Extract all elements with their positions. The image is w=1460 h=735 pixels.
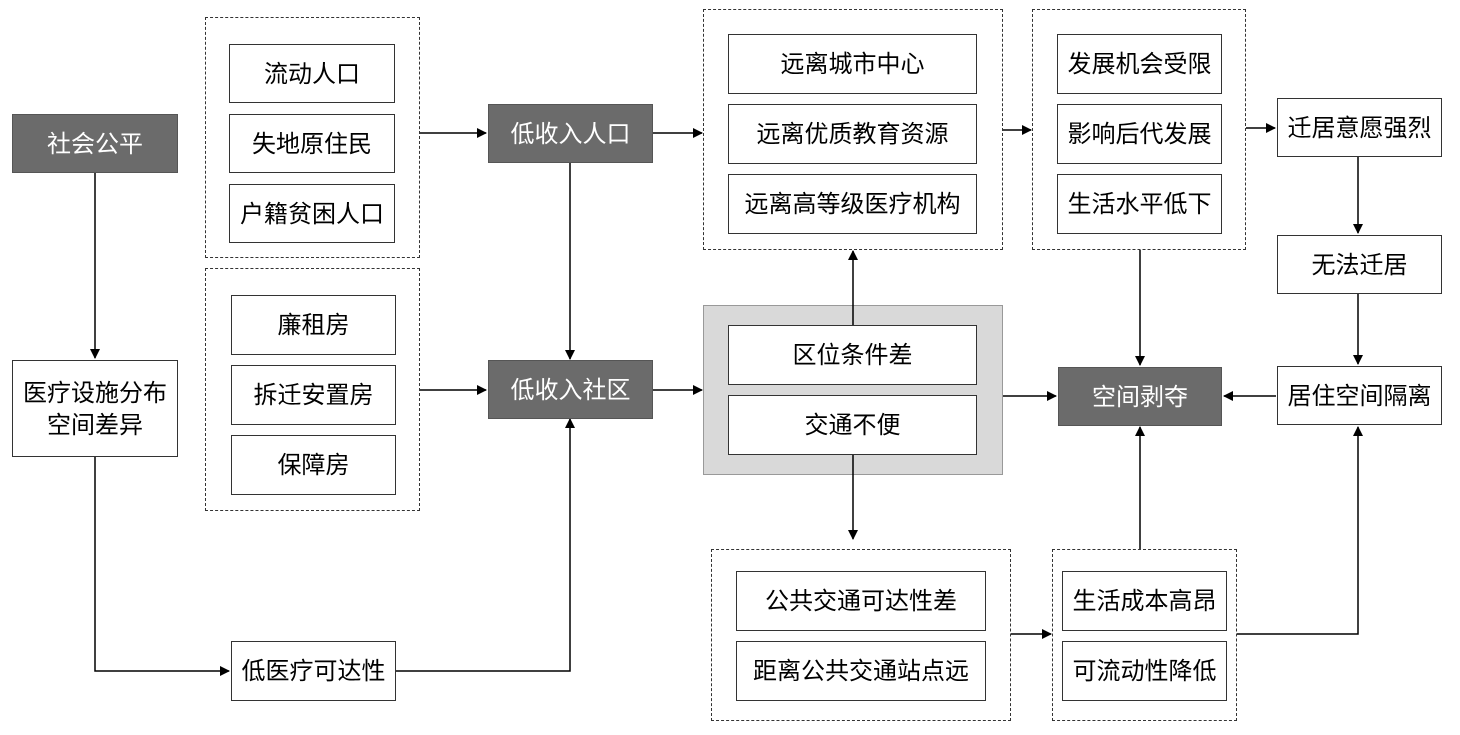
node-low-income-population: 低收入人口 (488, 104, 653, 163)
node-reduced-mobility: 可流动性降低 (1062, 641, 1227, 701)
node-social-equity: 社会公平 (12, 114, 178, 173)
node-relocation-housing: 拆迁安置房 (231, 365, 396, 425)
node-unable-to-move: 无法迁居 (1277, 235, 1442, 294)
node-low-medical-access: 低医疗可达性 (231, 641, 396, 701)
node-low-rent-housing: 廉租房 (231, 295, 396, 355)
node-far-from-center: 远离城市中心 (728, 34, 977, 94)
node-affordable-housing: 保障房 (231, 435, 396, 495)
node-limited-opportunity: 发展机会受限 (1057, 34, 1222, 94)
node-registered-poor: 户籍贫困人口 (229, 184, 395, 243)
arrow-medical-difference-to-low-access (94, 457, 230, 676)
node-far-from-education: 远离优质教育资源 (728, 104, 977, 164)
group-cost-mobility (1052, 549, 1237, 721)
node-far-from-stations: 距离公共交通站点远 (736, 641, 986, 701)
node-spatial-deprivation: 空间剥夺 (1058, 367, 1222, 426)
node-low-living-standard: 生活水平低下 (1057, 174, 1222, 234)
arrow-cost-mobility-to-segregation (1237, 426, 1363, 635)
group-transit-issues (711, 549, 1011, 721)
node-affects-next-generation: 影响后代发展 (1057, 104, 1222, 164)
node-residential-segregation: 居住空间隔离 (1277, 366, 1442, 425)
node-low-income-community: 低收入社区 (488, 360, 653, 419)
node-landless-natives: 失地原住民 (229, 114, 395, 173)
arrow-low-access-to-community (395, 418, 575, 672)
group-resource-distance (703, 9, 1003, 250)
node-high-living-cost: 生活成本高昂 (1062, 571, 1227, 631)
group-development-impacts (1032, 9, 1246, 250)
node-inconvenient-transport: 交通不便 (728, 395, 977, 455)
node-medical-spatial-difference: 医疗设施分布 空间差异 (12, 360, 178, 457)
group-population-types (205, 17, 420, 258)
node-poor-location: 区位条件差 (728, 325, 977, 385)
node-poor-transit-access: 公共交通可达性差 (736, 571, 986, 631)
node-far-from-hospitals: 远离高等级医疗机构 (728, 174, 977, 234)
node-floating-population: 流动人口 (229, 44, 395, 103)
node-strong-will-to-move: 迁居意愿强烈 (1277, 98, 1442, 157)
group-housing-types (205, 268, 420, 511)
